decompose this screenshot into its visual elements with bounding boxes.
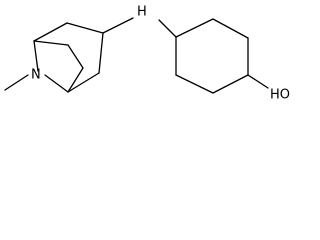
- bond-nh-cyclohexyl: [158, 19, 177, 38]
- bond-c4-right-bridgehead: [67, 72, 100, 93]
- bond-ring-2: [212, 18, 249, 39]
- amine-h-label: H: [137, 5, 147, 20]
- bond-n-bridgehead-right: [44, 74, 69, 93]
- chemical-structure: N H HO: [4, 5, 290, 103]
- bond-bridge-c3: [66, 22, 104, 34]
- atom-labels: N H HO: [31, 5, 290, 103]
- bond-ethano: [67, 44, 84, 69]
- hydroxyl-label: HO: [270, 88, 290, 103]
- bond-c3-c4: [98, 32, 104, 74]
- bond-c-oh: [247, 74, 269, 89]
- bond-left-bridgehead-ethano1: [33, 40, 69, 46]
- bond-ring-1: [175, 18, 214, 38]
- bond-ring-5: [175, 74, 214, 94]
- bond-n-methyl: [4, 74, 29, 91]
- bond-lines: [4, 17, 269, 94]
- nitrogen-label: N: [31, 68, 41, 83]
- bond-ethano-right-bridgehead: [67, 67, 84, 93]
- bond-c3-nh: [102, 17, 134, 34]
- bond-ring-4: [212, 74, 249, 94]
- bond-left-bridgehead-bridge: [33, 22, 68, 42]
- bond-n-bridgehead-left: [33, 40, 39, 72]
